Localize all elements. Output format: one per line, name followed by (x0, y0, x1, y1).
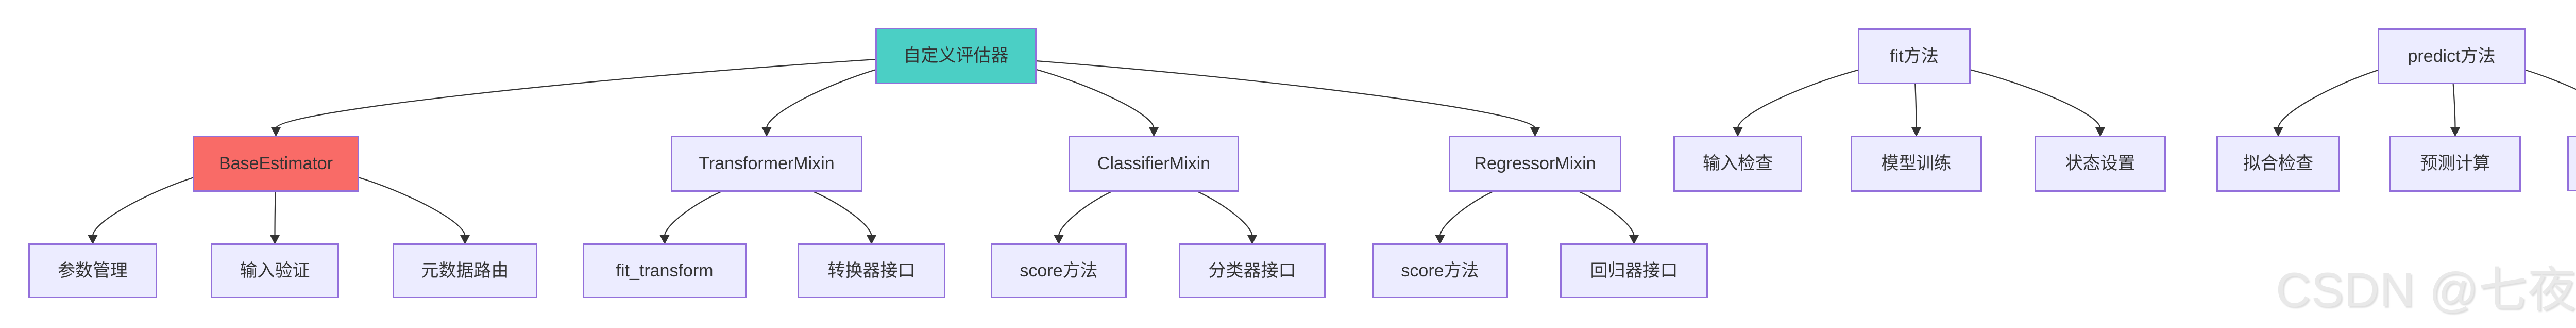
edge-transformer-mixin-to-fit-transform (664, 191, 721, 237)
node-regressor-interface: 回归器接口 (1560, 243, 1708, 298)
node-label: TransformerMixin (699, 154, 835, 174)
edge-predict-method-to-fit-check (2277, 69, 2379, 129)
node-input-validation: 输入验证 (211, 243, 339, 298)
node-classifier-interface: 分类器接口 (1179, 243, 1326, 298)
node-regressor-mixin: RegressorMixin (1449, 136, 1621, 192)
node-metadata-routing: 元数据路由 (393, 243, 537, 298)
node-label: 状态设置 (2065, 154, 2136, 174)
node-classifier-mixin: ClassifierMixin (1069, 136, 1239, 192)
node-label: 自定义评估器 (903, 46, 1009, 66)
node-custom-estimator: 自定义评估器 (875, 28, 1037, 84)
node-base-estimator: BaseEstimator (193, 136, 359, 192)
edge-base-estimator-to-metadata-routing (358, 176, 466, 237)
edge-classifier-mixin-to-classifier-interface (1197, 191, 1253, 237)
edge-classifier-mixin-to-classifier-score (1058, 191, 1111, 237)
node-label: BaseEstimator (218, 154, 333, 174)
edge-fit-method-to-state-setting (1969, 69, 2101, 129)
node-label: 输入验证 (240, 260, 310, 281)
edge-regressor-mixin-to-regressor-interface (1579, 191, 1635, 237)
node-label: fit方法 (1890, 46, 1939, 66)
node-label: 回归器接口 (1590, 260, 1678, 281)
edge-predict-method-to-result-return (2524, 69, 2576, 90)
node-label: predict方法 (2408, 46, 2496, 66)
node-regressor-score: score方法 (1372, 243, 1508, 298)
node-label: 预测计算 (2420, 154, 2490, 174)
node-label: RegressorMixin (1474, 154, 1596, 174)
node-classifier-score: score方法 (991, 243, 1127, 298)
node-label: 拟合检查 (2243, 154, 2313, 174)
node-label: 分类器接口 (1208, 260, 1296, 281)
edge-regressor-mixin-to-regressor-score (1439, 191, 1493, 237)
node-fit-method: fit方法 (1858, 28, 1971, 84)
node-label: 元数据路由 (421, 260, 509, 281)
node-transformer-interface: 转换器接口 (798, 243, 945, 298)
node-label: 转换器接口 (827, 260, 916, 281)
node-label: 输入检查 (1703, 154, 1773, 174)
node-model-training: 模型训练 (1851, 136, 1982, 192)
node-fit-transform: fit_transform (583, 243, 747, 298)
node-label: 参数管理 (58, 260, 128, 281)
csdn-watermark: CSDN @七夜zippoe (2276, 263, 2576, 317)
edge-custom-estimator-to-base-estimator (275, 58, 877, 129)
node-fit-check: 拟合检查 (2216, 136, 2340, 192)
node-label: 模型训练 (1881, 154, 1952, 174)
node-label: ClassifierMixin (1097, 154, 1211, 174)
edge-custom-estimator-to-classifier-mixin (1035, 69, 1155, 129)
node-predict-method: predict方法 (2378, 28, 2526, 84)
edge-base-estimator-to-param-management (92, 177, 194, 237)
edge-predict-method-to-predict-computation (2452, 84, 2456, 129)
edge-custom-estimator-to-regressor-mixin (1035, 60, 1536, 129)
node-result-return: 结果返回 (2567, 136, 2576, 191)
node-predict-computation: 预测计算 (2389, 136, 2521, 192)
node-state-setting: 状态设置 (2035, 136, 2166, 192)
edge-fit-method-to-input-check (1737, 69, 1859, 129)
edge-base-estimator-to-input-validation (274, 191, 276, 237)
edge-transformer-mixin-to-transformer-interface (814, 191, 872, 237)
node-label: fit_transform (616, 260, 714, 281)
edge-fit-method-to-model-training (1914, 84, 1917, 129)
node-transformer-mixin: TransformerMixin (671, 136, 862, 192)
node-input-check: 输入检查 (1673, 136, 1802, 192)
node-label: score方法 (1020, 260, 1098, 281)
node-param-management: 参数管理 (28, 243, 157, 298)
edge-custom-estimator-to-transformer-mixin (766, 69, 877, 129)
node-label: score方法 (1401, 260, 1479, 281)
